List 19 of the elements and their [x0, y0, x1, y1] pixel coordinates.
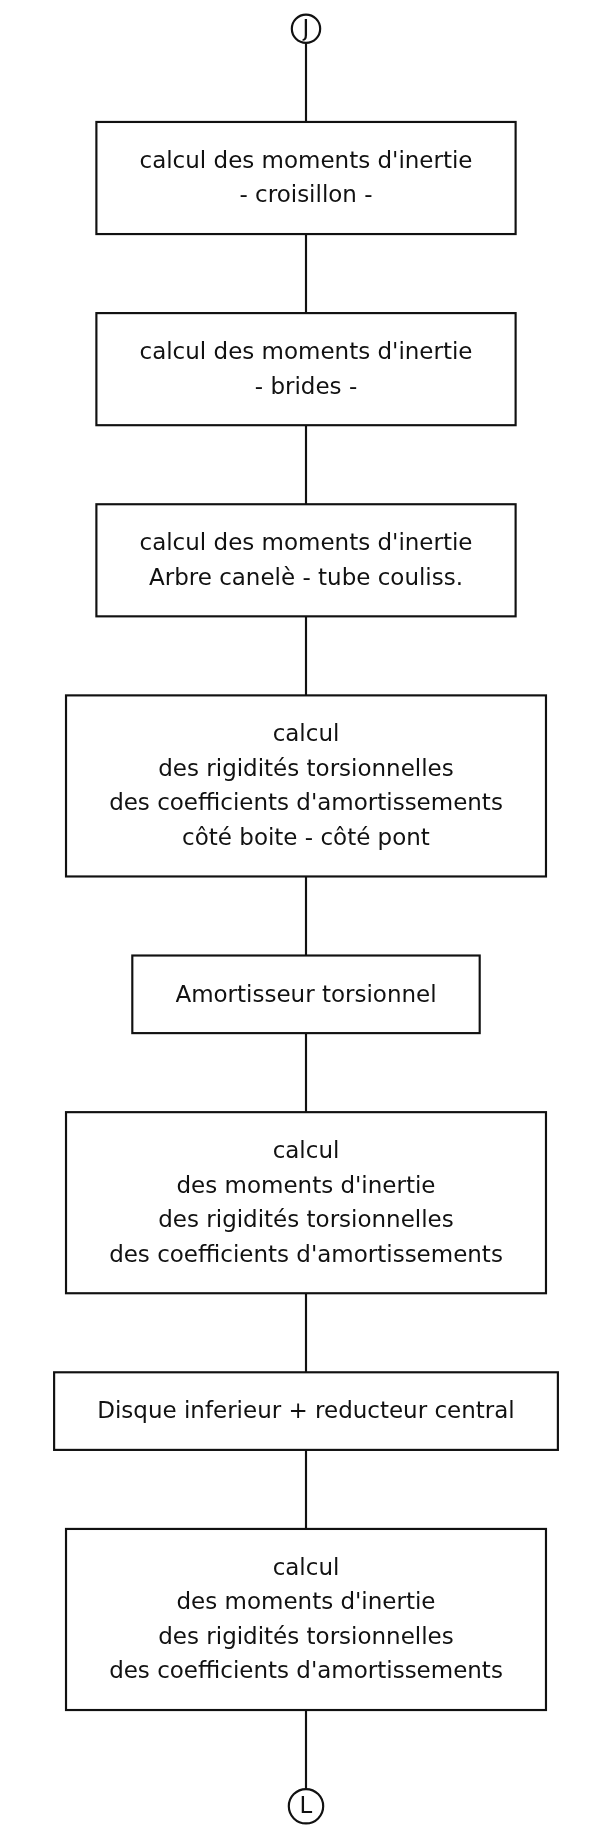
node-box: calcul des rigidités torsionnelles des coefficients d'amortissements côté boite - côté pont: [64, 694, 548, 878]
node-box: Disque inferieur + reducteur central: [53, 1371, 559, 1451]
node-box: calcul des moments d'inertie Arbre canelè - tube couliss.: [95, 503, 517, 618]
connector: [304, 234, 308, 314]
connector: [304, 425, 308, 505]
connector: [304, 616, 308, 696]
node-box: calcul des moments d'inertie des rigidités torsionnelles des coefficients d'amortissements: [64, 1111, 548, 1295]
node-box: calcul des moments d'inertie des rigidités torsionnelles des coefficients d'amortissements: [64, 1527, 548, 1712]
connector: [304, 1449, 308, 1529]
node-box: calcul des moments d'inertie - brides -: [95, 312, 517, 427]
node-box: Amortisseur torsionnel: [131, 954, 481, 1035]
connector: [304, 42, 308, 122]
node-box: calcul des moments d'inertie - croisillon -: [95, 120, 517, 236]
node-circle: L: [287, 1788, 325, 1825]
connector: [304, 876, 308, 956]
connector: [304, 1293, 308, 1373]
connector: [304, 1710, 308, 1790]
node-circle: J: [290, 13, 322, 44]
connector: [304, 1033, 308, 1113]
